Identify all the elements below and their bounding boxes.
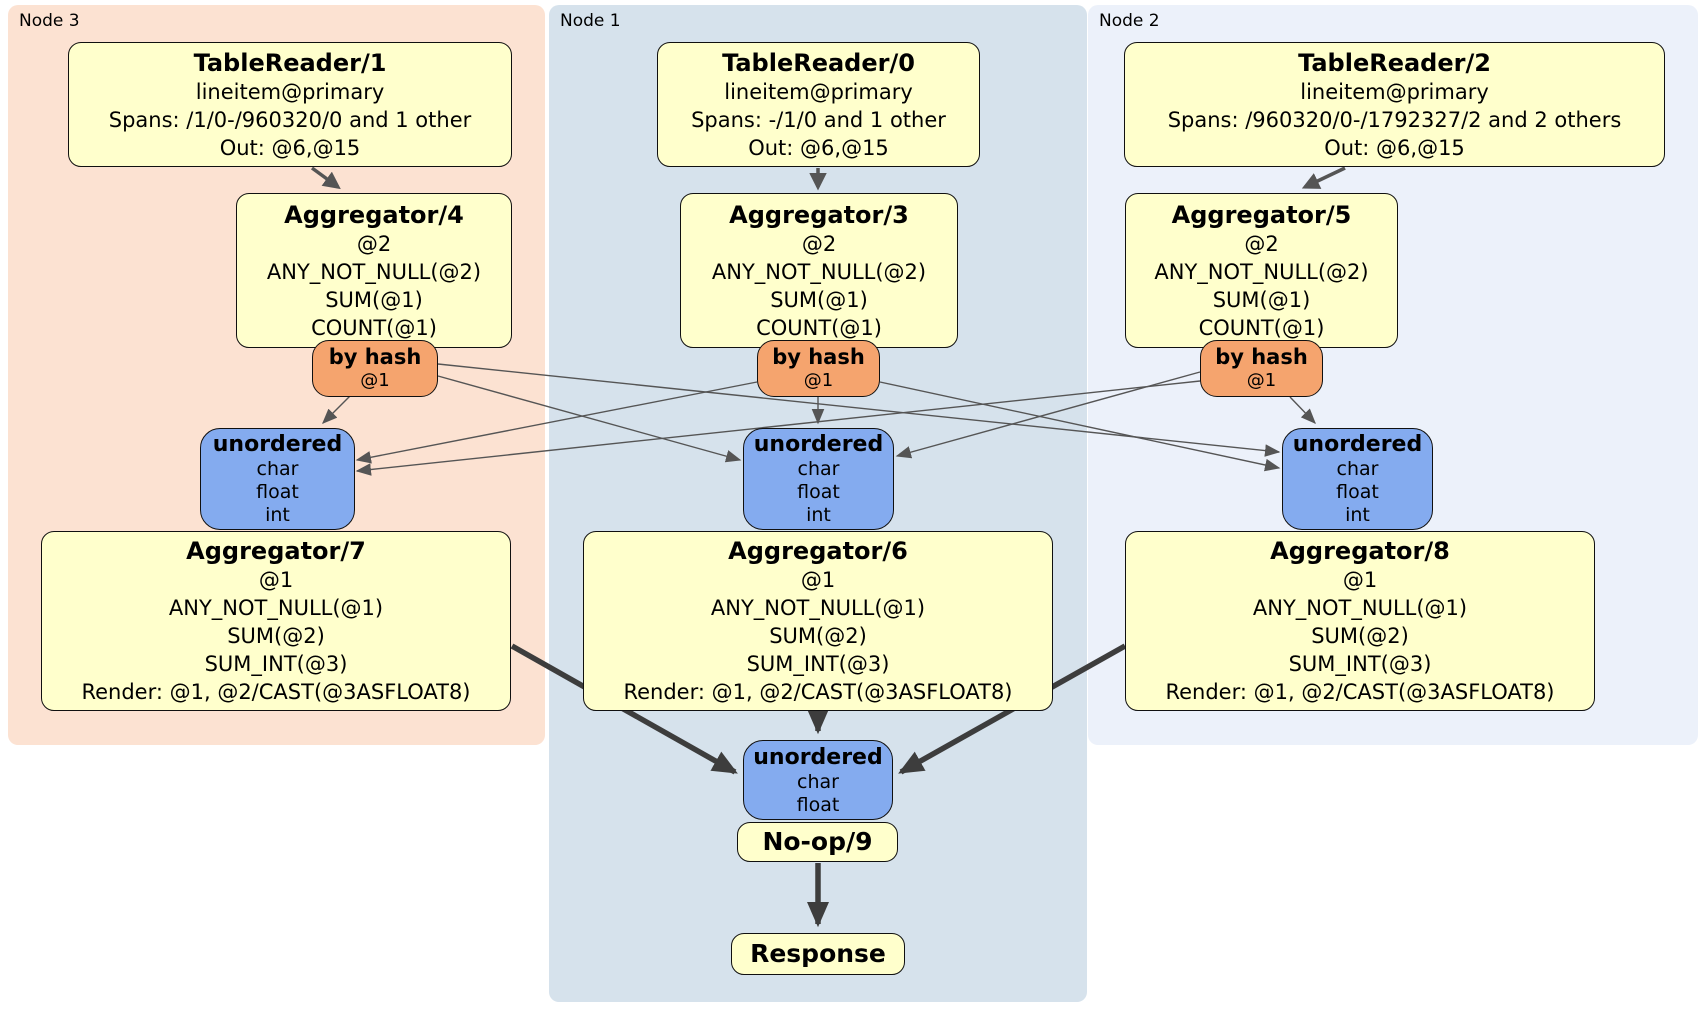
sync-detail: char	[797, 458, 840, 480]
processor-detail: Out: @6,@15	[219, 135, 361, 160]
aggregator-5-box: Aggregator/5 @2 ANY_NOT_NULL(@2) SUM(@1)…	[1125, 193, 1398, 348]
sync-detail: float	[796, 793, 840, 816]
noop-box: No-op/9	[737, 822, 898, 862]
processor-detail: ANY_NOT_NULL(@1)	[1252, 596, 1468, 620]
processor-detail: SUM(@1)	[1212, 287, 1311, 312]
processor-detail: lineitem@primary	[195, 79, 385, 104]
router-title: by hash	[1215, 345, 1308, 369]
sync-detail: int	[265, 504, 290, 526]
processor-detail: ANY_NOT_NULL(@1)	[710, 596, 926, 620]
processor-detail: Render: @1, @2/CAST(@3ASFLOAT8)	[623, 680, 1013, 704]
edge-router1-sync3	[355, 381, 758, 464]
edge-router3-sync3	[322, 395, 351, 424]
unordered-sync-node1: unordered char float int	[743, 428, 894, 530]
processor-title: TableReader/1	[193, 48, 387, 77]
processor-detail: Render: @1, @2/CAST(@3ASFLOAT8)	[81, 680, 471, 704]
processor-title: Aggregator/4	[284, 200, 464, 229]
sync-title: unordered	[1292, 432, 1423, 457]
processor-detail: Spans: -/1/0 and 1 other	[691, 107, 946, 132]
processor-title: Aggregator/7	[186, 537, 366, 565]
processor-detail: COUNT(@1)	[1198, 315, 1325, 340]
router-title: by hash	[772, 345, 865, 369]
processor-detail: @2	[801, 231, 837, 256]
sync-detail: float	[797, 481, 840, 503]
edge-router2-sync2	[1289, 396, 1316, 425]
processor-detail: @2	[356, 231, 392, 256]
sync-detail: char	[1336, 458, 1379, 480]
processor-detail: ANY_NOT_NULL(@2)	[266, 259, 482, 284]
processor-detail: COUNT(@1)	[756, 315, 882, 340]
edge-tr2-agg5	[1301, 166, 1346, 189]
processor-detail: SUM_INT(@3)	[204, 652, 348, 676]
sync-detail: float	[1336, 481, 1379, 503]
processor-detail: lineitem@primary	[1300, 79, 1489, 104]
router-detail: @1	[803, 370, 834, 391]
processor-detail: @2	[1244, 231, 1279, 256]
processor-detail: Spans: /960320/0-/1792327/2 and 2 others	[1167, 107, 1622, 132]
processor-title: Aggregator/8	[1270, 537, 1450, 565]
unordered-sync-node3: unordered char float int	[200, 428, 355, 530]
processor-detail: Out: @6,@15	[1324, 135, 1465, 160]
response-box: Response	[731, 933, 905, 975]
processor-title: Aggregator/5	[1171, 200, 1352, 229]
processor-detail: SUM(@1)	[770, 287, 868, 312]
edge-router2-sync1	[895, 371, 1201, 459]
processor-detail: ANY_NOT_NULL(@1)	[168, 596, 384, 620]
aggregator-4-box: Aggregator/4 @2 ANY_NOT_NULL(@2) SUM(@1)…	[236, 193, 512, 348]
router-detail: @1	[1246, 370, 1277, 391]
hash-router-node2: by hash @1	[1200, 340, 1323, 397]
processor-detail: @1	[1342, 568, 1378, 592]
edge-router1-sync2	[879, 381, 1281, 472]
node3-label: Node 3	[19, 11, 80, 31]
processor-detail: Out: @6,@15	[748, 135, 889, 160]
processor-detail: ANY_NOT_NULL(@2)	[711, 259, 927, 284]
aggregator-6-box: Aggregator/6 @1 ANY_NOT_NULL(@1) SUM(@2)…	[583, 531, 1053, 711]
tablereader-0-box: TableReader/0 lineitem@primary Spans: -/…	[657, 42, 980, 167]
sync-detail: float	[256, 481, 299, 503]
hash-router-node1: by hash @1	[757, 340, 880, 397]
final-unordered-sync: unordered char float	[743, 740, 893, 820]
processor-title: TableReader/0	[722, 48, 915, 77]
processor-detail: SUM_INT(@3)	[746, 652, 890, 676]
router-title: by hash	[328, 345, 422, 369]
node2-label: Node 2	[1099, 11, 1160, 31]
sync-title: unordered	[753, 432, 884, 457]
processor-detail: @1	[258, 568, 294, 592]
edge-tr1-agg4	[310, 166, 341, 190]
unordered-sync-node2: unordered char float int	[1282, 428, 1433, 530]
router-detail: @1	[360, 370, 390, 391]
sync-detail: char	[256, 458, 299, 480]
sync-detail: int	[806, 504, 831, 526]
hash-router-node3: by hash @1	[312, 340, 438, 397]
tablereader-2-box: TableReader/2 lineitem@primary Spans: /9…	[1124, 42, 1665, 167]
edge-router2-sync3	[355, 380, 1201, 476]
tablereader-1-box: TableReader/1 lineitem@primary Spans: /1…	[68, 42, 512, 167]
aggregator-3-box: Aggregator/3 @2 ANY_NOT_NULL(@2) SUM(@1)…	[680, 193, 958, 348]
processor-detail: SUM_INT(@3)	[1288, 652, 1432, 676]
processor-title: Aggregator/6	[728, 537, 908, 565]
processor-title: No-op/9	[762, 827, 873, 856]
node1-label: Node 1	[560, 11, 621, 31]
sync-detail: int	[1345, 504, 1370, 526]
processor-detail: @1	[800, 568, 836, 592]
processor-detail: lineitem@primary	[724, 79, 913, 104]
processor-detail: SUM(@2)	[769, 624, 867, 648]
sync-detail: char	[797, 770, 839, 793]
aggregator-8-box: Aggregator/8 @1 ANY_NOT_NULL(@1) SUM(@2)…	[1125, 531, 1595, 711]
processor-detail: SUM(@2)	[1311, 624, 1409, 648]
sync-title: unordered	[212, 432, 343, 457]
processor-detail: Spans: /1/0-/960320/0 and 1 other	[108, 107, 472, 132]
processor-title: Response	[750, 939, 886, 968]
processor-detail: COUNT(@1)	[311, 315, 437, 340]
processor-title: Aggregator/3	[729, 200, 909, 229]
processor-detail: SUM(@1)	[325, 287, 423, 312]
sync-title: unordered	[753, 744, 883, 770]
aggregator-7-box: Aggregator/7 @1 ANY_NOT_NULL(@1) SUM(@2)…	[41, 531, 511, 711]
processor-title: TableReader/2	[1298, 48, 1491, 77]
edge-router3-sync1	[437, 375, 742, 463]
processor-detail: ANY_NOT_NULL(@2)	[1154, 259, 1369, 284]
processor-detail: SUM(@2)	[227, 624, 325, 648]
processor-detail: Render: @1, @2/CAST(@3ASFLOAT8)	[1165, 680, 1555, 704]
